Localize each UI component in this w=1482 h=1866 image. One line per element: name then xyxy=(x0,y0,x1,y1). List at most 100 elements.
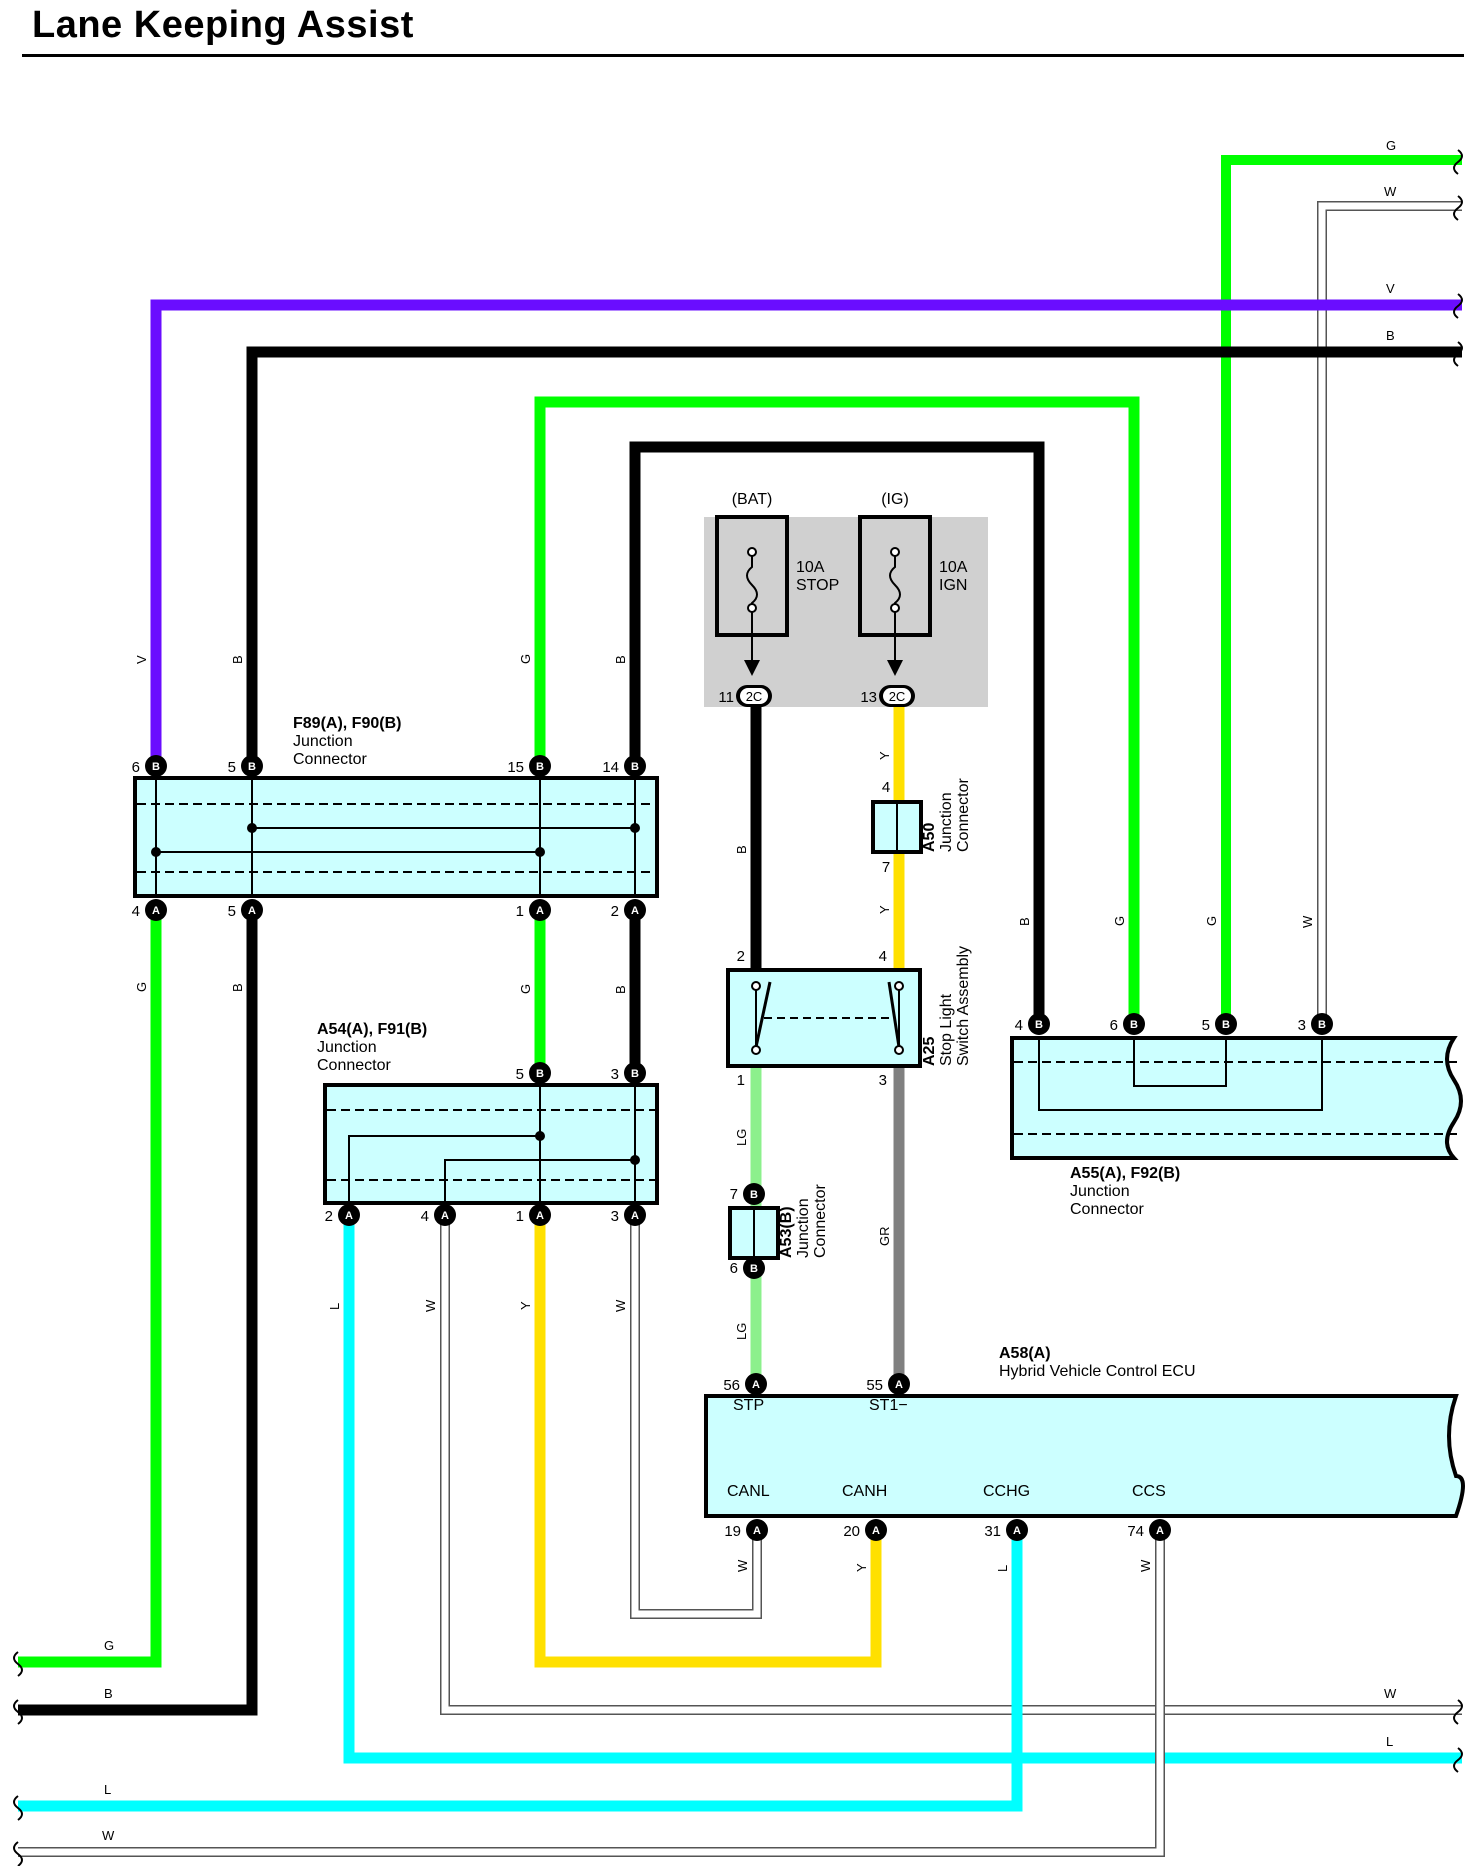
a55-top-pin-num-0: 4 xyxy=(1015,1017,1023,1034)
conn-2c-ign-label: 2C xyxy=(889,689,906,704)
a25-switch-contacts xyxy=(751,981,904,1055)
pin-f89-6: B xyxy=(145,755,167,777)
a58-signal-st1: ST1− xyxy=(869,1397,908,1414)
pin-a54-a1: A xyxy=(529,1204,551,1226)
code-g-left: G xyxy=(104,1638,114,1653)
code-b-vert-1: B xyxy=(230,655,245,664)
wire-g-mid-loop xyxy=(534,396,1140,1028)
code-g-right-top: G xyxy=(1386,138,1396,153)
code-g-vert-3: G xyxy=(518,984,533,994)
wire-w-ecu xyxy=(18,1536,1165,1857)
pin-a54-b5: B xyxy=(529,1062,551,1084)
pin-f89-a4: A xyxy=(145,899,167,921)
code-y-vert-2: Y xyxy=(877,905,892,914)
f89-ref-label: F89(A), F90(B) xyxy=(293,715,401,732)
a54-name-2: Connector xyxy=(317,1057,391,1074)
pin-a58-31-letter: A xyxy=(1013,1525,1021,1537)
a25-pin-2: 2 xyxy=(737,948,745,965)
f89-bottom-pin-num-2: 1 xyxy=(516,903,524,920)
pin-f89-a5-letter: A xyxy=(248,905,256,917)
a25-ref-label: A25 xyxy=(921,1037,938,1066)
a58-bottom-pin-num-3: 74 xyxy=(1127,1523,1144,1540)
code-lg-vert-1: LG xyxy=(734,1129,749,1146)
f89-top-pin-num-2: 15 xyxy=(507,759,524,776)
f89-top-pin-num-3: 14 xyxy=(602,759,619,776)
code-w-left: W xyxy=(102,1828,115,1843)
pin-a58-20: A xyxy=(865,1519,887,1541)
a54-ref-label: A54(A), F91(B) xyxy=(317,1021,427,1038)
a25-name-1: Stop Light xyxy=(938,993,955,1066)
code-gr-vert: GR xyxy=(877,1227,892,1247)
a58-signal-cchg: CCHG xyxy=(983,1483,1030,1500)
a55-top-pin-num-3: 3 xyxy=(1298,1017,1306,1034)
pin-a55-6: B xyxy=(1123,1013,1145,1035)
pin-a55-4: B xyxy=(1028,1013,1050,1035)
code-w-right-top: W xyxy=(1384,184,1397,199)
pin-f89-6-letter: B xyxy=(152,761,160,773)
a54-top-pin-num-0: 5 xyxy=(516,1066,524,1083)
component-labels: F89(A), F90(B) Junction Connector A54(A)… xyxy=(293,491,1196,1500)
conn-2c-stop: 2C xyxy=(736,685,772,707)
a54-junction-dots xyxy=(535,1131,640,1165)
f89-junction-dots xyxy=(151,823,640,857)
a53-pin-bottom: 6 xyxy=(730,1260,738,1277)
a55-name-1: Junction xyxy=(1070,1183,1130,1200)
conn-2c-stop-label: 2C xyxy=(746,689,763,704)
pin-a58-74: A xyxy=(1149,1519,1171,1541)
a58-ecu-body xyxy=(704,1394,1465,1518)
code-g-vert-2: G xyxy=(134,982,149,992)
pin-markers: B B B B A A A A B B A A A A B B B B B B … xyxy=(145,755,1333,1541)
wire-v-top xyxy=(150,299,1462,760)
code-w-vert-3: W xyxy=(613,1299,628,1312)
pin-a58-56: A xyxy=(745,1373,767,1395)
code-l-right-bottom: L xyxy=(1386,1734,1393,1749)
fuse-ign-name: IGN xyxy=(939,577,967,594)
pin-a54-a3: A xyxy=(624,1204,646,1226)
pin-a54-a4-letter: A xyxy=(441,1210,449,1222)
a58-name: Hybrid Vehicle Control ECU xyxy=(999,1363,1196,1380)
pin-f89-a4-letter: A xyxy=(152,905,160,917)
pin-a54-b5-letter: B xyxy=(536,1068,544,1080)
pin-a54-a4: A xyxy=(434,1204,456,1226)
a25-pin-1: 1 xyxy=(737,1072,745,1089)
a54-name-1: Junction xyxy=(317,1039,377,1056)
page-title: Lane Keeping Assist xyxy=(32,4,414,46)
fuse-stop-amp: 10A xyxy=(796,559,825,576)
a54-connector-body xyxy=(323,1083,659,1205)
f89-name-1: Junction xyxy=(293,733,353,750)
a50-ref-label: A50 xyxy=(921,823,938,852)
f89-bottom-pin-num-1: 5 xyxy=(228,903,236,920)
pin-a58-31: A xyxy=(1006,1519,1028,1541)
code-v-right: V xyxy=(1386,281,1395,296)
wire-w-a54-pin3 xyxy=(630,1220,762,1619)
code-g-vert-5: G xyxy=(1204,916,1219,926)
wire-l-a54 xyxy=(343,1220,1462,1764)
code-b-vert-3: B xyxy=(230,983,245,992)
a53-name-2: Connector xyxy=(812,1184,829,1258)
a55-top-pin-num-1: 6 xyxy=(1110,1017,1118,1034)
wire-g-top-right xyxy=(1221,155,1462,1028)
code-b-vert-6: B xyxy=(1017,917,1032,926)
f89-bottom-pin-num-0: 4 xyxy=(132,903,140,920)
a55-internal xyxy=(1038,1040,1323,1111)
a54-bottom-pin-num-1: 4 xyxy=(421,1208,429,1225)
pin-a53-6: B xyxy=(743,1257,765,1279)
f89-top-pin-num-0: 6 xyxy=(132,759,140,776)
fuse-ign xyxy=(858,515,932,676)
a53-pin-top: 7 xyxy=(730,1186,738,1203)
a55-name-2: Connector xyxy=(1070,1201,1144,1218)
wire-g-left xyxy=(18,912,162,1668)
a58-signal-ccs: CCS xyxy=(1132,1483,1166,1500)
pin-a54-b3: B xyxy=(624,1062,646,1084)
pin-a53-6-letter: B xyxy=(750,1263,758,1275)
a58-top-pin-num-1: 55 xyxy=(866,1377,883,1394)
a50-name-1: Junction xyxy=(938,792,955,852)
a50-pin-top: 4 xyxy=(882,779,890,796)
pin-a58-55: A xyxy=(888,1373,910,1395)
code-g-vert-1: G xyxy=(518,654,533,664)
conn-2c-ign: 2C xyxy=(879,685,915,707)
a58-bottom-pin-num-2: 31 xyxy=(984,1523,1001,1540)
pin-a55-6-letter: B xyxy=(1130,1019,1138,1031)
wire-w-a54-pin4 xyxy=(440,1220,1462,1715)
